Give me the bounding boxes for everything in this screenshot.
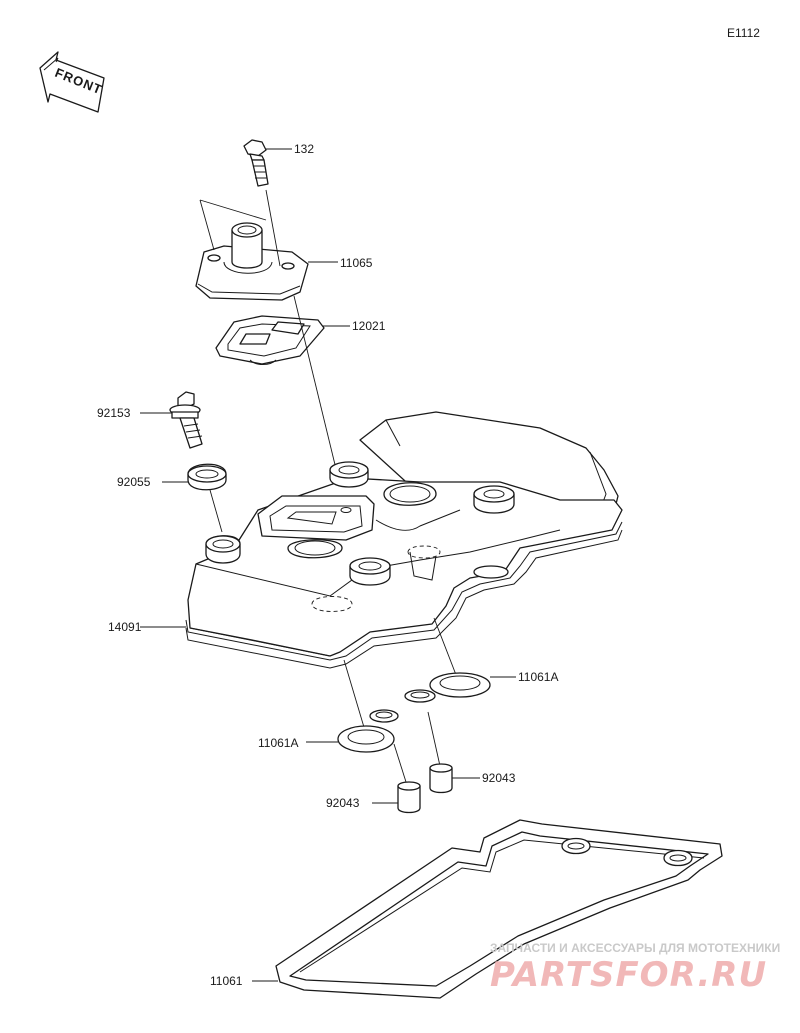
plug-hole-gasket-11061a-right <box>404 672 491 703</box>
head-cover-gasket-11061 <box>275 819 723 999</box>
diagram-code: E1112 <box>727 26 760 40</box>
label-92043-left: 92043 <box>326 796 360 810</box>
label-11061a-right: 11061A <box>518 670 558 684</box>
gasket-12021 <box>215 315 325 365</box>
label-11065: 11065 <box>340 256 373 270</box>
watermark-tagline: ЗАПЧАСТИ И АКСЕССУАРЫ ДЛЯ МОТОТЕХНИКИ <box>490 941 780 955</box>
label-92153: 92153 <box>97 406 131 420</box>
bolt-132 <box>243 139 269 187</box>
label-92043-right: 92043 <box>482 771 516 785</box>
label-11061: 11061 <box>210 974 243 988</box>
label-132: 132 <box>294 142 314 156</box>
label-14091: 14091 <box>108 620 142 634</box>
dowel-92043-left <box>397 781 421 814</box>
breather-cover-11065 <box>195 222 309 301</box>
washer-92055 <box>187 463 227 491</box>
cylinder-head-cover-14091 <box>185 411 623 669</box>
label-11061a-left: 11061A <box>258 736 298 750</box>
dowel-92043-right <box>429 763 453 794</box>
watermark-logo: PARTSFOR.RU <box>490 955 767 995</box>
label-92055: 92055 <box>117 475 151 489</box>
plug-hole-gasket-11061a-left <box>337 709 399 753</box>
bolt-92153 <box>169 391 203 449</box>
front-arrow-icon <box>39 51 105 113</box>
label-12021: 12021 <box>352 319 386 333</box>
